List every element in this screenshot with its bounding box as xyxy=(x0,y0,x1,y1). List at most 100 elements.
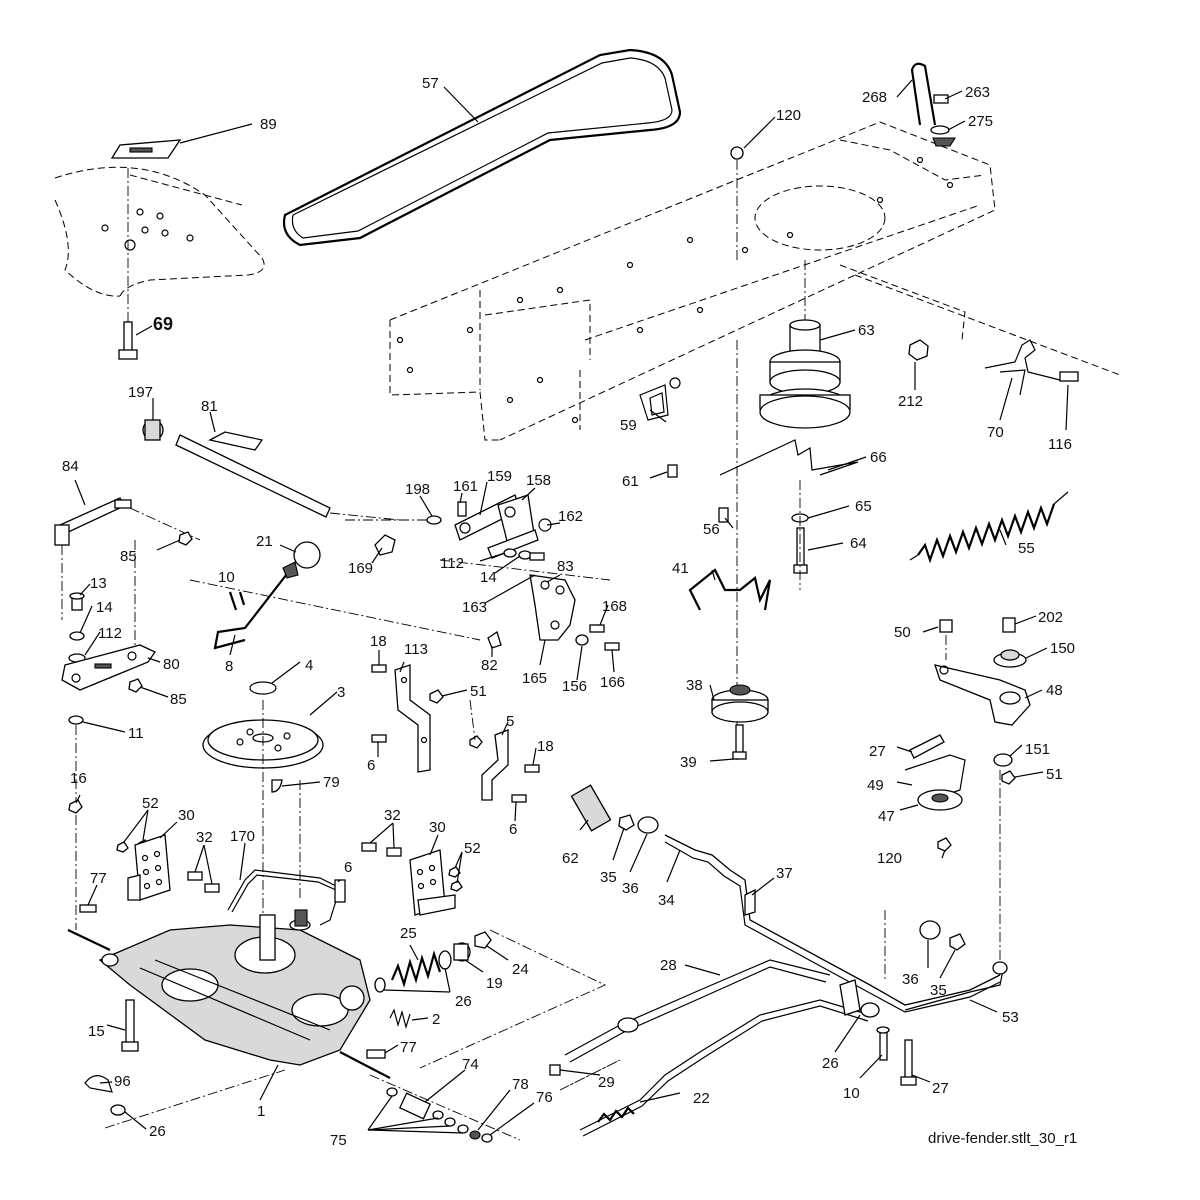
fender-outline xyxy=(54,166,265,330)
bolt-27-upper xyxy=(909,734,945,759)
spring-2 xyxy=(389,1008,411,1030)
part-label: 30 xyxy=(178,807,195,824)
part-label: 151 xyxy=(1025,741,1050,758)
bolts-32-right xyxy=(361,842,402,857)
part-label: 15 xyxy=(88,1023,105,1040)
part-label: 14 xyxy=(96,599,113,616)
bolt-18-upper xyxy=(371,664,387,673)
key-79 xyxy=(271,779,283,793)
part-label: 8 xyxy=(225,658,233,675)
part-label: 21 xyxy=(256,533,273,550)
fender-plate xyxy=(110,123,253,159)
part-label: 65 xyxy=(855,498,872,515)
spacer-150 xyxy=(993,649,1027,668)
knob-21 xyxy=(293,541,321,569)
wire-170 xyxy=(227,869,341,926)
part-label: 30 xyxy=(429,819,446,836)
part-label: 74 xyxy=(462,1056,479,1073)
part-label: 47 xyxy=(878,808,895,825)
clip-76 xyxy=(481,1133,493,1143)
plate-30-left xyxy=(127,834,171,901)
part-label: 112 xyxy=(440,555,464,572)
drive-belt xyxy=(282,48,682,247)
pulley-38 xyxy=(711,684,769,723)
part-label: 156 xyxy=(562,678,587,695)
part-label: 120 xyxy=(877,850,902,867)
part-label: 202 xyxy=(1038,609,1063,626)
part-label: 18 xyxy=(370,633,387,650)
part-label: 85 xyxy=(120,548,137,565)
nut-51-right xyxy=(1001,770,1016,785)
rod-28 xyxy=(564,959,831,1063)
snap-ring-4 xyxy=(249,681,277,695)
bracket-26-right xyxy=(839,979,880,1018)
nut-120-bottom xyxy=(937,837,952,852)
part-label: 66 xyxy=(870,449,887,466)
nut-212 xyxy=(908,339,929,361)
part-label: 76 xyxy=(536,1089,553,1106)
part-label: 96 xyxy=(114,1073,131,1090)
part-label: 35 xyxy=(600,869,617,886)
part-label: 52 xyxy=(142,795,159,812)
idler-arm-48 xyxy=(934,664,1031,726)
nut-85-lower xyxy=(128,678,143,693)
part-label: 22 xyxy=(693,1090,710,1107)
washer-151 xyxy=(993,753,1013,767)
part-label: 32 xyxy=(196,829,213,846)
part-label: 165 xyxy=(522,670,547,687)
bracket-113 xyxy=(394,664,431,773)
part-label: 28 xyxy=(660,957,677,974)
part-label: 48 xyxy=(1046,682,1063,699)
part-label: 51 xyxy=(1046,766,1063,783)
bolt-39 xyxy=(732,724,747,760)
part-label: 112 xyxy=(98,625,122,642)
part-label: 34 xyxy=(658,892,675,909)
part-label: 63 xyxy=(858,322,875,339)
idler-pulley-47 xyxy=(917,789,963,811)
bolts-32-left xyxy=(187,871,220,893)
bolt-27-lower xyxy=(900,1039,917,1086)
part-label: 24 xyxy=(512,961,529,978)
part-label: 49 xyxy=(867,777,884,794)
nuts-52-right xyxy=(448,866,463,892)
bolt-15 xyxy=(121,999,139,1052)
part-label: 3 xyxy=(337,684,345,701)
part-label: 163 xyxy=(462,599,487,616)
part-label: 162 xyxy=(558,508,583,525)
part-label: 83 xyxy=(557,558,574,575)
part-label: 70 xyxy=(987,424,1004,441)
nut-51-mid xyxy=(429,689,444,704)
part-label: 275 xyxy=(968,113,993,130)
nut-120-top xyxy=(730,146,744,260)
bolt-202 xyxy=(1002,617,1016,633)
part-label: 212 xyxy=(898,393,923,410)
part-label: 50 xyxy=(894,624,911,641)
part-label: 77 xyxy=(400,1039,417,1056)
part-label: 81 xyxy=(201,398,218,415)
part-label: 32 xyxy=(384,807,401,824)
part-label: 29 xyxy=(598,1074,615,1091)
pin-96 xyxy=(84,1075,113,1093)
key-77-left xyxy=(79,904,97,913)
part-label: 168 xyxy=(602,598,627,615)
part-label: 11 xyxy=(128,725,144,742)
part-label: 55 xyxy=(1018,540,1035,557)
dash-mid-lines xyxy=(299,699,476,900)
nut-85-upper xyxy=(178,531,193,546)
dashdot-right xyxy=(884,770,1001,980)
part-label: 27 xyxy=(869,743,886,760)
part-label: 263 xyxy=(965,84,990,101)
rod-70 xyxy=(984,339,1079,396)
spacer-19 xyxy=(453,942,471,962)
nut-35-upper xyxy=(618,814,635,831)
part-label: 158 xyxy=(526,472,551,489)
nut-5-left xyxy=(469,735,483,749)
part-label: 14 xyxy=(480,569,497,586)
part-label: 84 xyxy=(62,458,79,475)
part-label: 61 xyxy=(622,473,639,490)
part-label: 1 xyxy=(257,1103,265,1120)
part-label: 159 xyxy=(487,468,512,485)
part-label: 89 xyxy=(260,116,277,133)
transmission-pulley-3 xyxy=(202,700,324,920)
part-label: 36 xyxy=(622,880,639,897)
